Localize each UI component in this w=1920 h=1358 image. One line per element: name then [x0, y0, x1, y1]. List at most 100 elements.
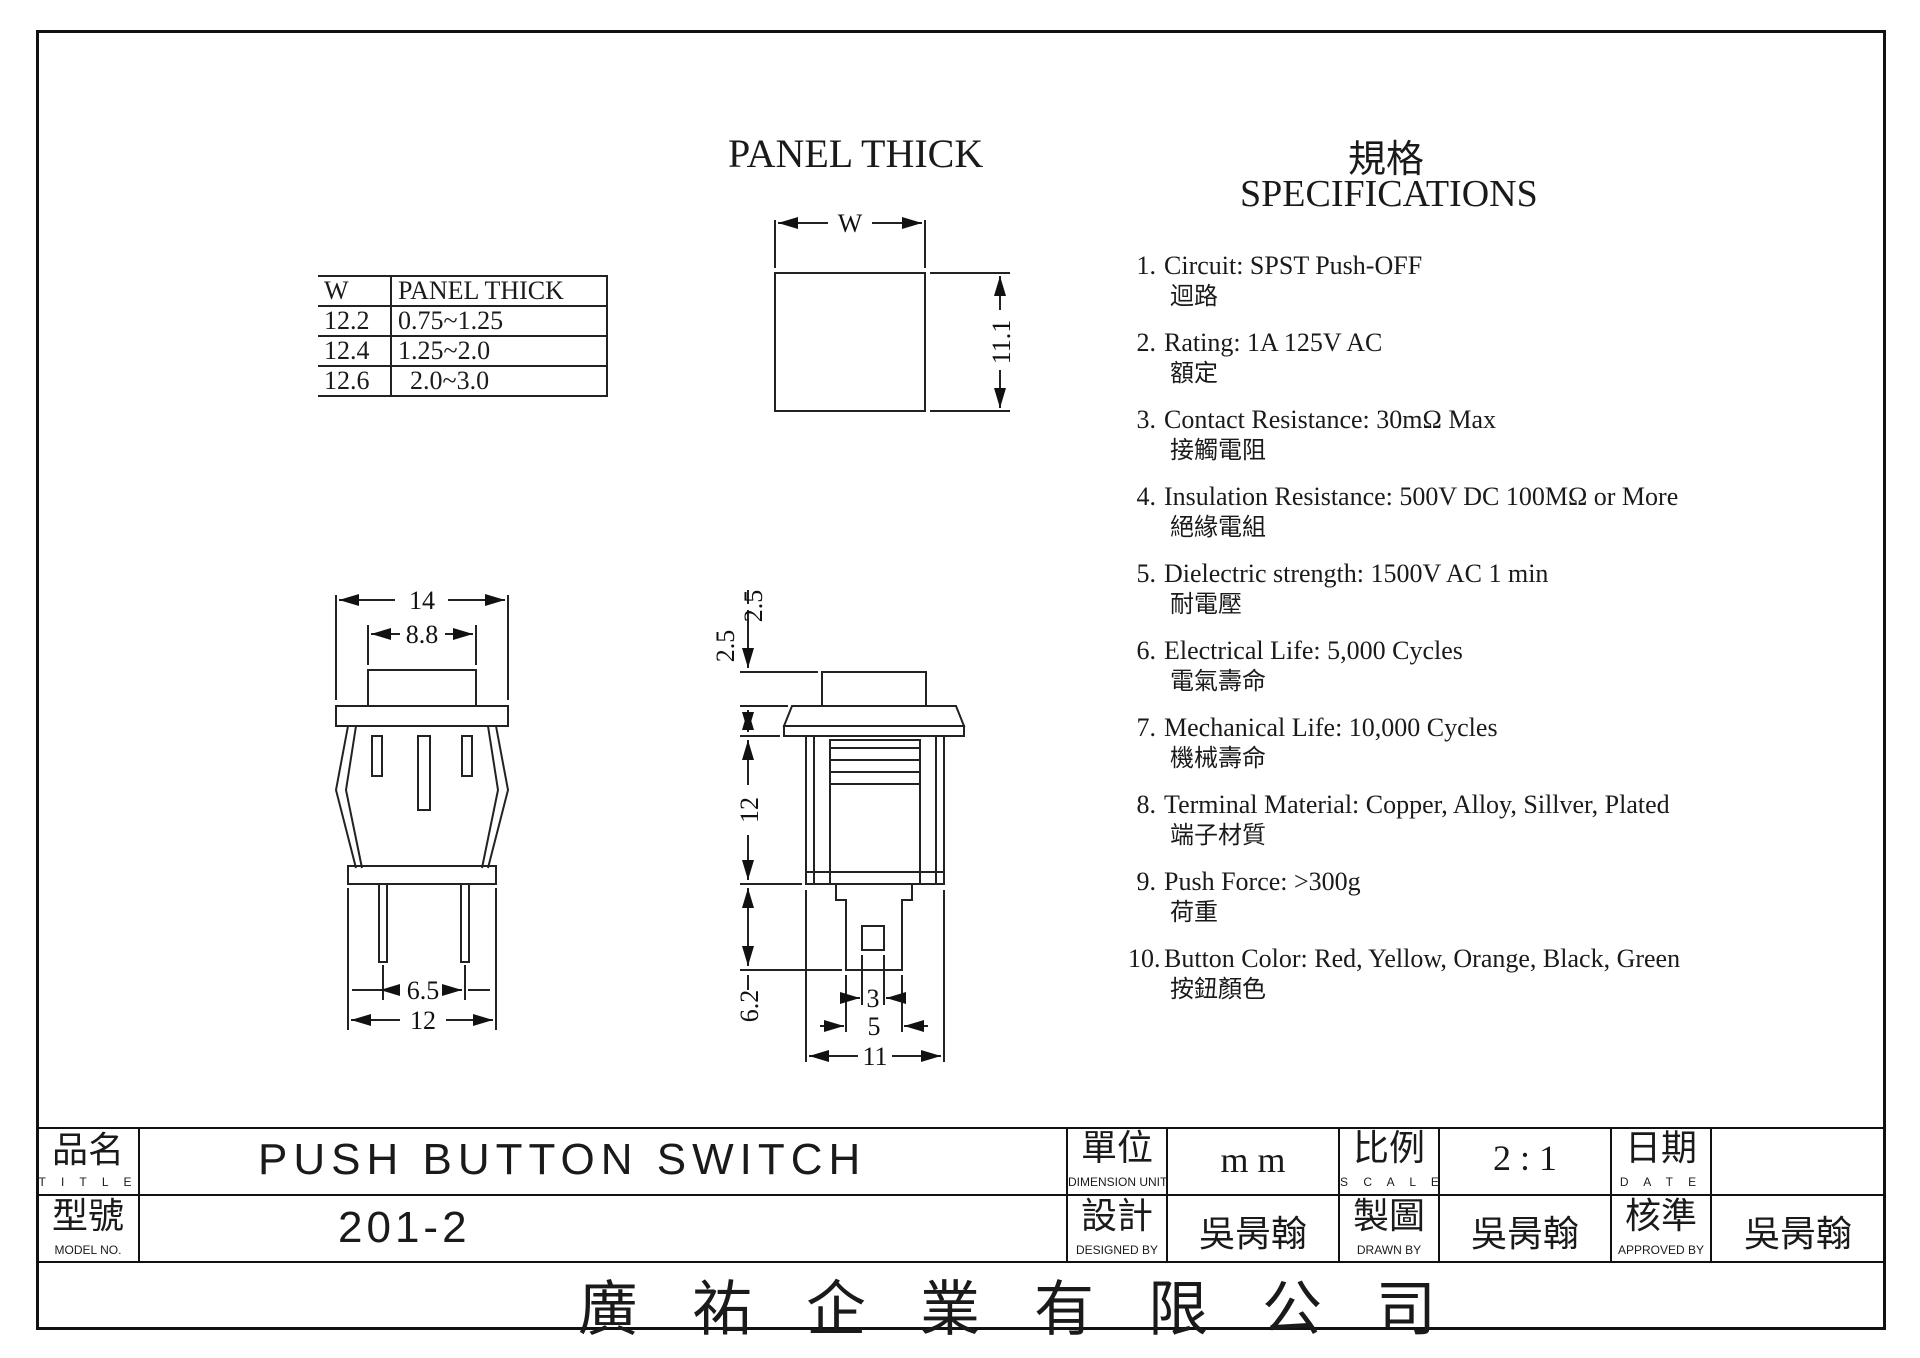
product-title: PUSH BUTTON SWITCH [258, 1135, 867, 1184]
table-cell: 0.75~1.25 [390, 305, 608, 337]
designed-value: 吳昺翰 [1198, 1214, 1307, 1254]
dimension-label: 3 [867, 984, 880, 1013]
specifications-heading-en: SPECIFICATIONS [1240, 173, 1538, 215]
specifications-heading-cn: 規格 [1348, 139, 1425, 181]
table-header-row: W PANEL THICK [318, 275, 608, 307]
table-header-cell: W [318, 275, 392, 307]
designed-label-en: DESIGNED BY [1075, 1243, 1159, 1257]
spec-text: Dielectric strength: 1500V AC 1 min [1164, 559, 1549, 588]
body-side-right-inner [481, 725, 500, 869]
scale-label-en: S C A L E [1340, 1175, 1445, 1189]
spec-text: Contact Resistance: 30mΩ Max [1164, 405, 1496, 434]
side-view [740, 590, 966, 1062]
panel-cutout-view [774, 217, 1010, 412]
divider [1338, 1127, 1340, 1263]
divider [138, 1127, 140, 1263]
list-item: 4.Insulation Resistance: 500V DC 100MΩ o… [1128, 481, 1748, 543]
spec-text: Push Force: >300g [1164, 867, 1361, 896]
list-item: 2.Rating: 1A 125V AC 額定 [1128, 327, 1748, 389]
divider [38, 1127, 1884, 1129]
table-header-cell: PANEL THICK [390, 275, 608, 307]
front-view [334, 594, 510, 1030]
spec-number: 2. [1136, 328, 1157, 357]
list-item: 6.Electrical Life: 5,000 Cycles 電氣壽命 [1128, 635, 1748, 697]
divider [1610, 1127, 1612, 1263]
spec-text-cn: 接觸電阻 [1170, 438, 1266, 464]
terminal-pin [378, 883, 388, 963]
company-name: 廣祐企業有限公司 [578, 1277, 1490, 1343]
approved-value: 吳昺翰 [1743, 1214, 1852, 1254]
terminal [835, 884, 913, 971]
inner-stem [417, 735, 431, 811]
spec-text-cn: 機械壽命 [1170, 746, 1266, 772]
table-cell: 2.0~3.0 [390, 365, 608, 397]
dimension-label: 2.5 [739, 590, 768, 623]
spec-text-cn: 按鈕顏色 [1170, 977, 1266, 1003]
divider [1710, 1127, 1712, 1263]
spec-text-cn: 端子材質 [1170, 823, 1266, 849]
dimension-label: 6.5 [407, 976, 440, 1005]
flange [335, 705, 509, 727]
divider [1066, 1127, 1068, 1263]
list-item: 10.Button Color: Red, Yellow, Orange, Bl… [1128, 943, 1748, 1005]
list-item: 9.Push Force: >300g 荷重 [1128, 866, 1748, 928]
terminal-hole [861, 925, 885, 951]
body-side-left-inner [344, 725, 363, 869]
spec-number: 6. [1136, 636, 1157, 665]
spec-text-cn: 絕緣電組 [1170, 515, 1266, 541]
title-block: 品名 T I T L E PUSH BUTTON SWITCH 單位 DIMEN… [38, 1127, 1884, 1343]
base [347, 865, 497, 885]
spec-number: 4. [1136, 482, 1157, 511]
spec-number: 9. [1136, 867, 1157, 896]
model-number: 201-2 [338, 1203, 471, 1252]
flange [782, 705, 966, 727]
spec-number: 1. [1136, 251, 1157, 280]
approved-label-cn: 核準 [1624, 1196, 1697, 1236]
model-label-cn: 型號 [51, 1196, 124, 1236]
spec-text: Electrical Life: 5,000 Cycles [1164, 636, 1463, 665]
unit-value: m m [1220, 1140, 1286, 1180]
spec-text-cn: 電氣壽命 [1170, 669, 1266, 695]
divider [38, 1194, 1884, 1196]
dimension-label-w: W [838, 209, 863, 238]
table-row: 12.4 1.25~2.0 [318, 335, 608, 367]
dimension-label: 5 [868, 1012, 881, 1041]
title-label-en: T I T L E [38, 1175, 138, 1189]
unit-label-cn: 單位 [1080, 1128, 1153, 1168]
body [805, 735, 945, 885]
spec-text-cn: 額定 [1170, 361, 1218, 387]
table-row: 12.6 2.0~3.0 [318, 365, 608, 397]
spec-text-cn: 荷重 [1170, 900, 1218, 926]
body-inner [813, 735, 937, 885]
list-item: 5.Dielectric strength: 1500V AC 1 min 耐電… [1128, 558, 1748, 620]
date-label-cn: 日期 [1624, 1128, 1697, 1168]
divider [38, 1261, 1884, 1263]
dimension-label: 8.8 [406, 620, 439, 649]
table-cell: 12.6 [318, 365, 392, 397]
dimension-label: 6.2 [735, 990, 764, 1023]
spec-number: 8. [1136, 790, 1157, 819]
divider [1166, 1127, 1168, 1263]
flange-lip [783, 725, 965, 737]
dimension-label: 14 [409, 586, 435, 615]
dimension-label-height: 11.1 [987, 320, 1016, 365]
scale-label-cn: 比例 [1352, 1128, 1425, 1168]
table-cell: 12.4 [318, 335, 392, 367]
spec-text: Circuit: SPST Push-OFF [1164, 251, 1423, 280]
spec-text: Insulation Resistance: 500V DC 100MΩ or … [1164, 482, 1679, 511]
spec-text-cn: 迴路 [1170, 284, 1218, 310]
spec-text: Terminal Material: Copper, Alloy, Sillve… [1164, 790, 1670, 819]
list-item: 3.Contact Resistance: 30mΩ Max 接觸電阻 [1128, 404, 1748, 466]
spec-number: 3. [1136, 405, 1157, 434]
spec-text: Rating: 1A 125V AC [1164, 328, 1383, 357]
dimension-label: 2.5 [711, 630, 740, 663]
model-label-en: MODEL NO. [54, 1243, 122, 1257]
approved-label-en: APPROVED BY [1617, 1243, 1705, 1257]
dimension-label: 12 [735, 797, 764, 823]
spec-number: 7. [1136, 713, 1157, 742]
rib-block [829, 739, 921, 885]
inner-tab [371, 735, 383, 777]
base [805, 871, 945, 885]
spec-text-cn: 耐電壓 [1170, 592, 1242, 618]
